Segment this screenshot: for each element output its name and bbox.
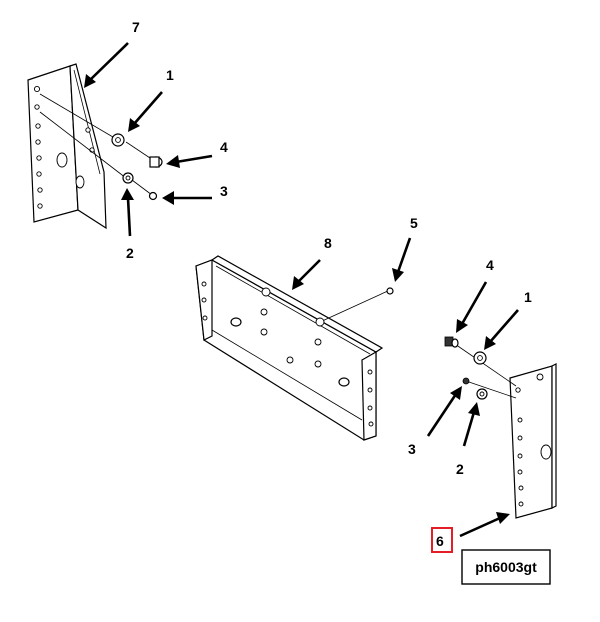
callout-label-8: 8	[324, 235, 332, 251]
washer-2-left	[122, 172, 134, 184]
washer-2-right	[476, 388, 488, 400]
callout-8: 8	[292, 235, 332, 290]
washer-1-left	[111, 133, 125, 147]
callout-2-right: 2	[456, 402, 480, 477]
nut-3-right	[462, 377, 470, 385]
explode-line	[39, 111, 127, 179]
callout-1-right: 1	[484, 289, 532, 350]
callout-label-4-left: 4	[220, 139, 228, 155]
callout-label-4-right: 4	[486, 257, 494, 273]
explode-line	[131, 179, 153, 196]
explode-line	[465, 380, 517, 399]
callout-label-2-right: 2	[456, 461, 464, 477]
bolt-4-left	[149, 156, 163, 168]
callout-label-1-right: 1	[524, 289, 532, 305]
callout-7: 7	[84, 19, 140, 88]
explode-line	[451, 341, 517, 387]
panel-center	[195, 255, 391, 441]
washer-1-right	[473, 351, 487, 365]
callout-label-3-left: 3	[220, 183, 228, 199]
callout-1-left: 1	[128, 67, 174, 132]
callout-4-right: 4	[456, 257, 494, 333]
callout-2-left: 2	[121, 188, 134, 261]
callout-6: 6	[431, 512, 510, 553]
callout-label-1-left: 1	[166, 67, 174, 83]
drawing-id-box: ph6003gt	[461, 549, 551, 585]
callout-label-3-right: 3	[408, 441, 416, 457]
drawing-id-label: ph6003gt	[475, 559, 537, 575]
screw-5	[386, 287, 394, 295]
callout-3-right: 3	[408, 386, 462, 457]
bracket-right	[509, 363, 557, 519]
callout-label-7: 7	[132, 19, 140, 35]
callout-label-6: 6	[436, 533, 444, 549]
explode-line	[39, 93, 119, 141]
callout-5: 5	[392, 215, 418, 282]
callout-3-left: 3	[162, 183, 228, 205]
callout-6-highlight-box	[431, 527, 453, 553]
bracket-left	[27, 63, 107, 230]
callout-label-5: 5	[410, 215, 418, 231]
nut-3-left	[148, 191, 158, 201]
callout-4-left: 4	[166, 139, 228, 168]
bolt-4-right	[444, 336, 459, 348]
callout-label-2-left: 2	[126, 245, 134, 261]
